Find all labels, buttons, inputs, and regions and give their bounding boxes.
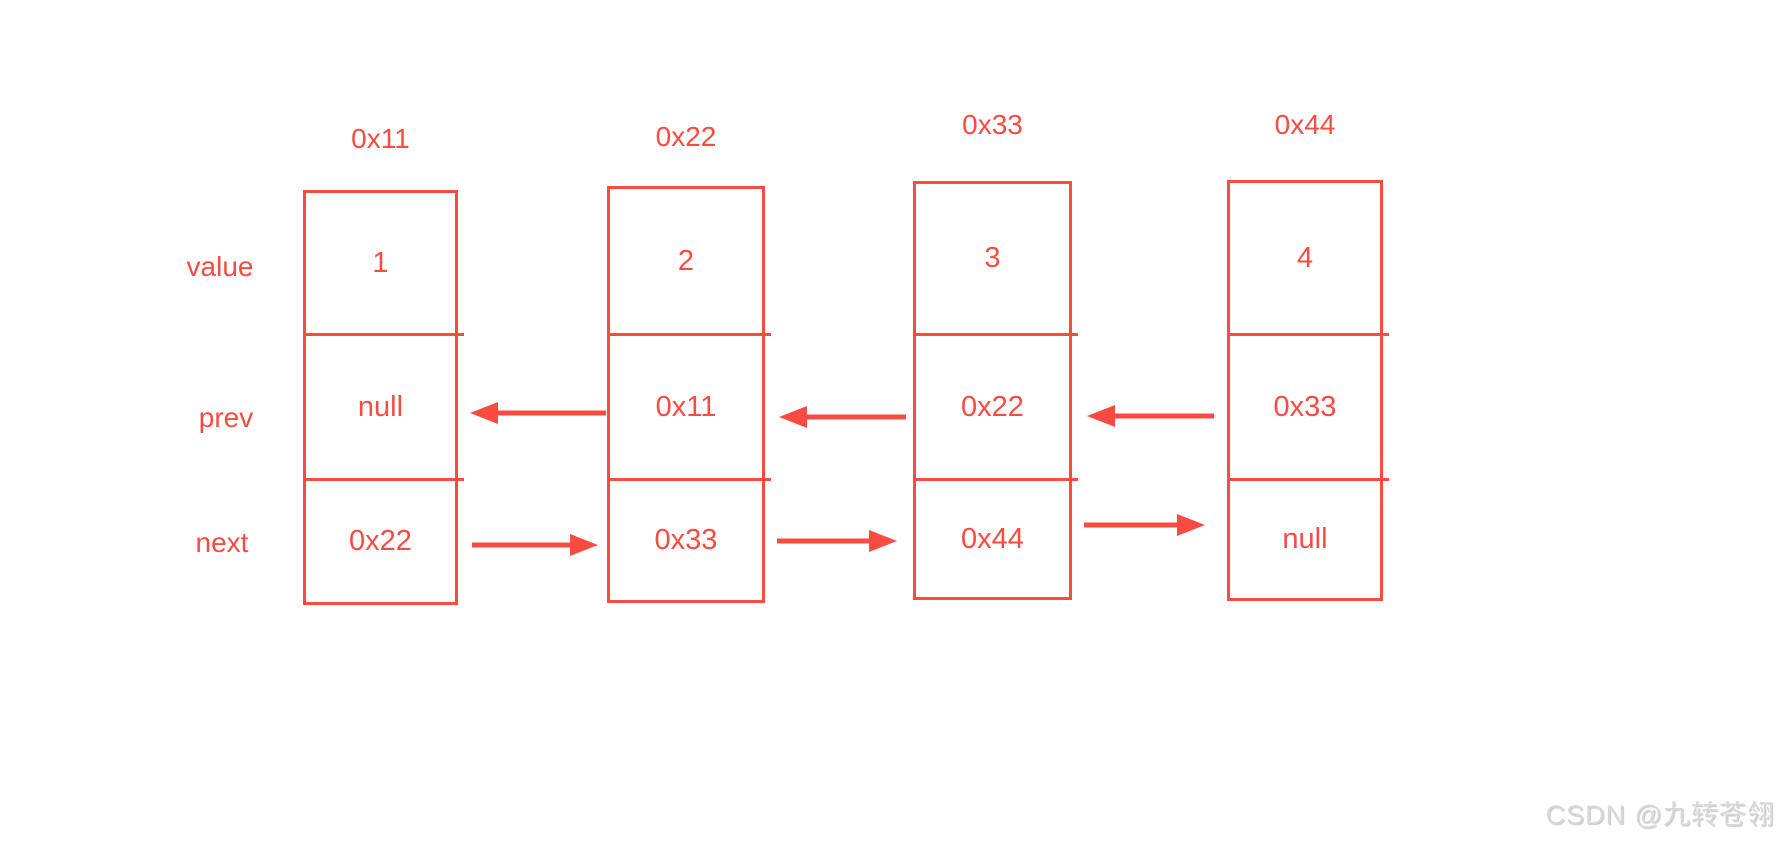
row-label-prev: prev [198, 402, 254, 433]
row-label-next: next [195, 527, 249, 558]
divider-tick [449, 333, 464, 336]
arrow-next-0x22-to-0x33 [777, 528, 897, 554]
node-box-0x33: 3 0x22 0x44 [913, 181, 1078, 600]
arrow-prev-0x33-to-0x22 [779, 404, 906, 430]
cell-next-0x22: 0x33 [610, 478, 762, 600]
divider-tick [1063, 333, 1078, 336]
csdn-watermark: CSDN @九转苍翎 [1545, 800, 1775, 830]
divider-tick [1063, 478, 1078, 481]
divider-tick [756, 333, 771, 336]
divider-tick [1374, 478, 1389, 481]
cell-next-0x33: 0x44 [916, 478, 1069, 597]
cell-prev-0x11: null [306, 333, 455, 478]
cell-next-0x11: 0x22 [306, 478, 455, 602]
cell-value-0x11: 1 [372, 246, 389, 279]
cell-prev-0x22: 0x11 [610, 333, 762, 478]
node-box-0x44: 4 0x33 null [1227, 180, 1389, 601]
node-box-0x22: 2 0x11 0x33 [607, 186, 771, 603]
node-address-0x22: 0x22 [655, 121, 717, 152]
node-box-0x11: 1 null 0x22 [303, 190, 464, 605]
arrow-next-0x11-to-0x22 [472, 532, 598, 558]
cell-value-0x22: 2 [677, 244, 695, 277]
node-address-0x33: 0x33 [962, 109, 1023, 140]
node-address-0x11: 0x11 [351, 123, 410, 154]
cell-value-0x44: 4 [1296, 241, 1314, 274]
divider-tick [756, 478, 771, 481]
arrow-prev-0x44-to-0x33 [1087, 403, 1214, 429]
arrow-next-0x33-to-0x44 [1084, 512, 1205, 538]
arrow-prev-0x22-to-0x11 [470, 400, 606, 426]
node-address-0x44: 0x44 [1274, 109, 1336, 140]
cell-next-0x44: null [1230, 478, 1380, 598]
cell-prev-0x33: 0x22 [916, 333, 1069, 478]
cell-prev-0x44: 0x33 [1230, 333, 1380, 478]
row-label-value: value [186, 251, 254, 282]
divider-tick [1374, 333, 1389, 336]
divider-tick [449, 478, 464, 481]
cell-value-0x33: 3 [984, 242, 1001, 274]
